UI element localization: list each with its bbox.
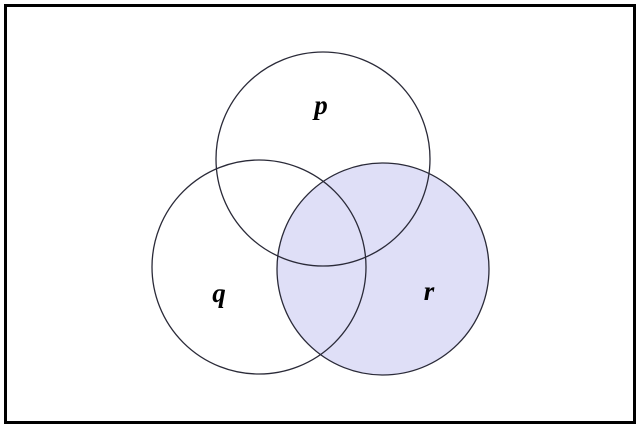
- circle-r-outline[interactable]: [276, 162, 490, 376]
- set-label-q: q: [212, 278, 226, 308]
- circle-p-outline[interactable]: [215, 51, 431, 267]
- circle-q-outline[interactable]: [151, 159, 367, 375]
- set-label-r: r: [424, 276, 435, 306]
- circle-r-fill: [277, 163, 489, 375]
- set-label-p: p: [312, 90, 328, 120]
